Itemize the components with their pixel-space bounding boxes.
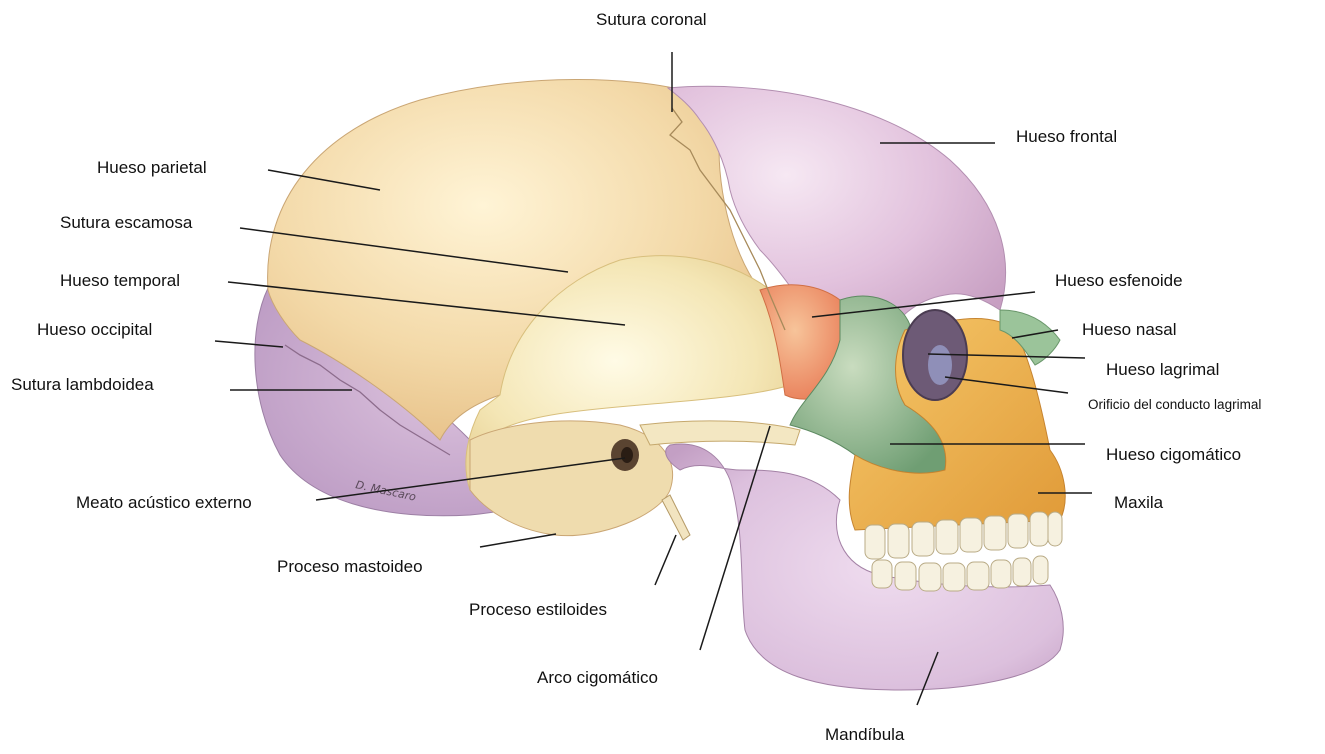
upper-tooth xyxy=(888,524,909,558)
label-mandibula: Mandíbula xyxy=(825,726,904,743)
zygomatic-arch xyxy=(640,421,800,445)
label-proceso-mastoideo: Proceso mastoideo xyxy=(277,558,423,575)
upper-tooth xyxy=(1030,512,1048,546)
lacrimal-region xyxy=(928,345,952,385)
lower-tooth xyxy=(895,562,916,590)
label-sutura-escamosa: Sutura escamosa xyxy=(60,214,192,231)
upper-tooth xyxy=(984,516,1006,550)
lower-tooth xyxy=(967,562,989,590)
label-meato-acustico-externo: Meato acústico externo xyxy=(76,494,252,511)
lower-tooth xyxy=(943,563,965,591)
upper-tooth xyxy=(1048,512,1062,546)
label-hueso-frontal: Hueso frontal xyxy=(1016,128,1117,145)
label-hueso-nasal: Hueso nasal xyxy=(1082,321,1177,338)
label-sutura-lambdoidea: Sutura lambdoidea xyxy=(11,376,154,393)
ear-canal-inner xyxy=(621,447,633,463)
upper-tooth xyxy=(865,525,885,559)
upper-tooth xyxy=(936,520,958,554)
lower-tooth xyxy=(919,563,941,591)
styloid-process xyxy=(662,495,690,540)
label-hueso-temporal: Hueso temporal xyxy=(60,272,180,289)
label-hueso-parietal: Hueso parietal xyxy=(97,159,207,176)
lower-tooth xyxy=(991,560,1011,588)
leader-proceso-estiloides xyxy=(655,535,676,585)
label-arco-cigomatico: Arco cigomático xyxy=(537,669,658,686)
label-orificio-conducto-lagrimal: Orificio del conducto lagrimal xyxy=(1088,398,1261,412)
mastoid-region xyxy=(470,421,673,536)
label-hueso-cigomatico: Hueso cigomático xyxy=(1106,446,1241,463)
label-hueso-esfenoide: Hueso esfenoide xyxy=(1055,272,1183,289)
leader-proceso-mastoideo xyxy=(480,534,556,547)
lower-tooth xyxy=(1033,556,1048,584)
upper-tooth xyxy=(912,522,934,556)
label-proceso-estiloides: Proceso estiloides xyxy=(469,601,607,618)
label-hueso-occipital: Hueso occipital xyxy=(37,321,152,338)
label-maxila: Maxila xyxy=(1114,494,1163,511)
teeth-group xyxy=(865,512,1062,591)
label-hueso-lagrimal: Hueso lagrimal xyxy=(1106,361,1219,378)
lower-tooth xyxy=(1013,558,1031,586)
lower-tooth xyxy=(872,560,892,588)
label-sutura-coronal: Sutura coronal xyxy=(596,11,707,28)
upper-tooth xyxy=(960,518,982,552)
upper-tooth xyxy=(1008,514,1028,548)
